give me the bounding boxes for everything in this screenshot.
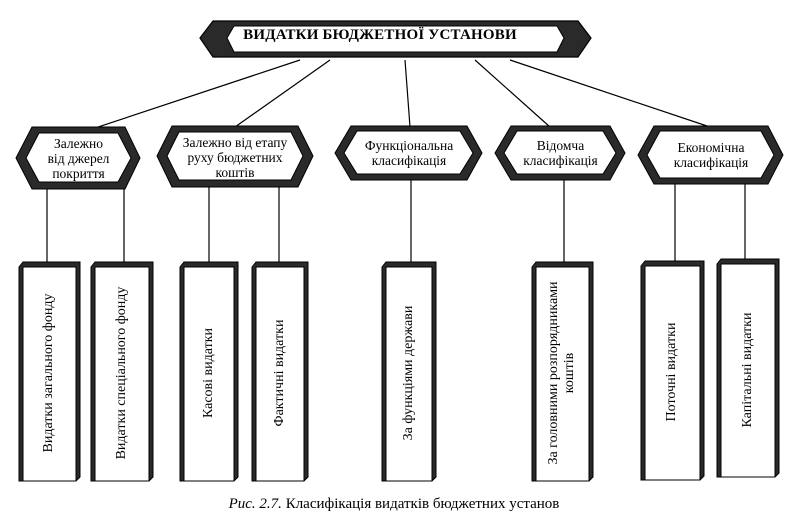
leaf-7-shape [640,260,705,481]
leaf-3-label: Касові видатки [201,327,216,419]
category-2-line-2: руху бюджетних [187,150,283,165]
category-1-shape [15,126,141,190]
category-3-line-2: класифікація [371,153,447,168]
leaf-1-shape [18,261,81,482]
connector-root-cat-5 [509,59,711,128]
leaf-6-shape [531,261,594,482]
leaf-8-label: Капітальні видатки [740,312,755,428]
category-1-line-2: від джерел [47,151,110,166]
category-1-line-3: покриття [52,166,105,181]
leaf-5-shape [381,261,437,482]
category-3-line-1: Функціональна [364,138,454,153]
root-node-shape [199,20,592,58]
leaf-2-shape [90,261,154,482]
figure-caption: Рис. 2.7. Класифікація видатків бюджетни… [0,496,788,513]
leaf-shapes [18,258,780,482]
leaf-3-shape [179,261,239,482]
leaf-6-label: За головними розпорядниками коштів [546,281,577,465]
category-1-label: Залежно від джерел покриття [28,136,129,181]
category-1-line-1: Залежно [54,136,103,151]
category-5-label: Економічна класифікація [648,140,774,170]
connector-root-cat-4 [474,59,551,128]
category-5-line-2: класифікація [673,155,749,170]
category-2-line-3: коштів [215,165,255,180]
category-2-label: Залежно від етапу руху бюджетних коштів [168,135,302,180]
leaf-8-shape [716,258,780,478]
category-4-label: Відомча класифікація [505,138,616,168]
category-4-line-1: Відомча [536,138,585,153]
connector-lines [46,59,746,267]
leaf-1-label: Видатки загального фонду [41,293,56,453]
category-2-shape [156,125,314,188]
leaf-5-label: За функціями держави [401,305,416,441]
connector-root-cat-2 [234,59,331,128]
leaf-7-label: Поточні видатки [664,322,679,422]
connector-root-cat-3 [404,59,411,128]
connector-root-cat-1 [79,59,301,134]
category-3-shape [334,125,483,181]
caption-prefix: Рис. 2.7. [228,496,282,512]
leaf-4-shape [251,261,309,482]
leaf-2-label: Видатки спеціального фонду [114,286,129,460]
category-5-line-1: Економічна [677,140,745,155]
category-4-line-2: класифікація [523,153,598,168]
category-shapes [15,125,784,190]
leaf-4-label: Фактичні видатки [272,319,287,427]
caption-text: Класифікація видатків бюджетних установ [285,496,560,512]
category-2-line-1: Залежно від етапу [182,135,288,150]
category-5-shape [637,125,784,185]
category-4-shape [494,125,626,181]
root-node-title: ВИДАТКИ БЮДЖЕТНОЇ УСТАНОВИ [243,27,517,43]
category-3-label: Функціональна класифікація [345,138,473,168]
